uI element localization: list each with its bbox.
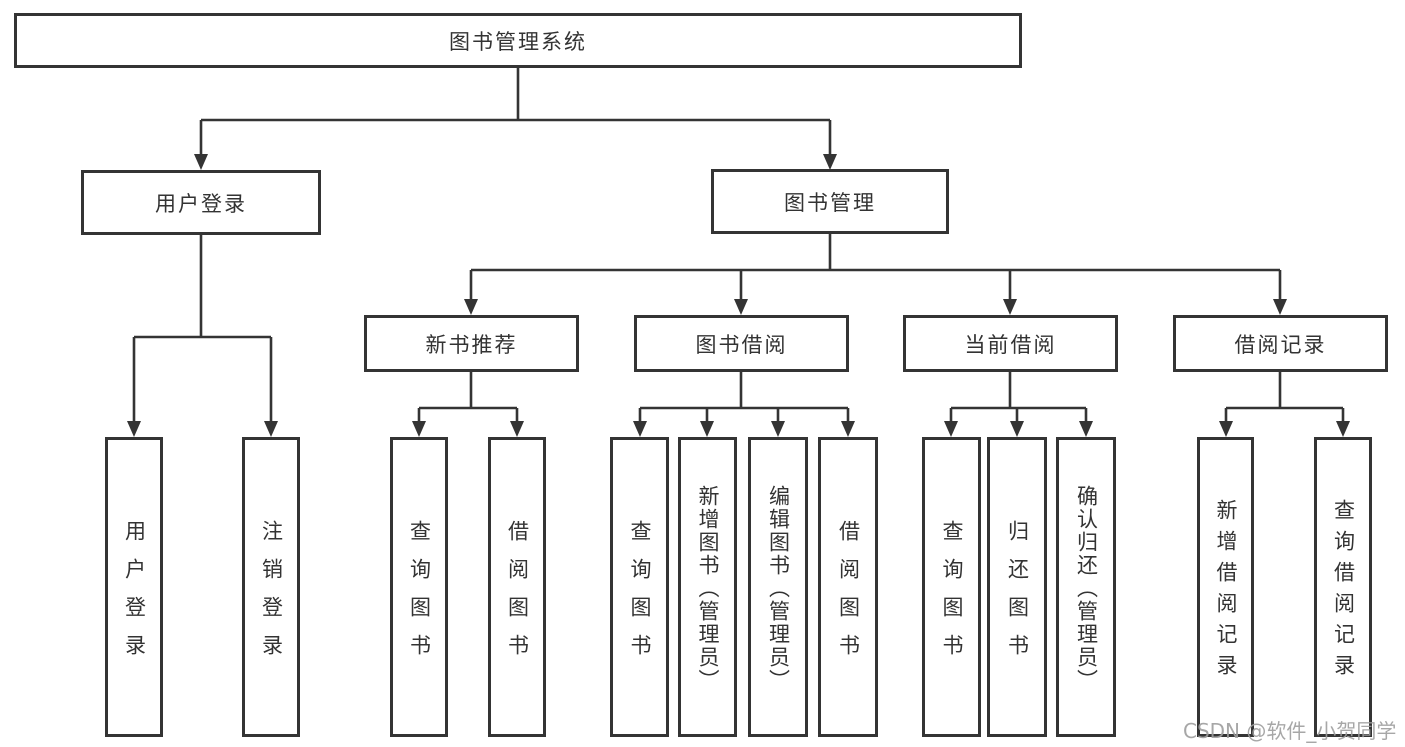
node-new-book-recommendation-label: 新书推荐: [425, 332, 518, 357]
leaf-borrow-books-recommend: 借阅图书: [488, 437, 546, 737]
leaf-query-borrow-record: 查询借阅记录: [1314, 437, 1372, 737]
leaf-edit-book-admin: 编辑图书（管理员）: [748, 437, 808, 737]
leaf-confirm-return-admin: 确认归还（管理员）: [1056, 437, 1116, 737]
leaf-edit-book-admin-label: 编辑图书（管理员）: [766, 484, 791, 692]
node-book-management-label: 图书管理: [784, 190, 876, 215]
leaf-confirm-return-admin-label: 确认归还（管理员）: [1074, 484, 1099, 692]
node-root-label: 图书管理系统: [449, 29, 587, 54]
leaf-logout: 注销登录: [242, 437, 300, 737]
leaf-query-books-current-label: 查询图书: [940, 519, 964, 672]
leaf-return-book-label: 归还图书: [1005, 519, 1030, 672]
watermark: CSDN @软件_小贺同学: [1183, 719, 1397, 743]
node-borrowing-records: 借阅记录: [1173, 315, 1388, 372]
leaf-query-books-current: 查询图书: [922, 437, 981, 737]
node-book-management: 图书管理: [711, 169, 949, 234]
leaf-add-borrow-record: 新增借阅记录: [1197, 437, 1254, 737]
node-current-borrowing-label: 当前借阅: [964, 332, 1057, 357]
leaf-borrow-books: 借阅图书: [818, 437, 878, 737]
leaf-query-books-borrow: 查询图书: [610, 437, 669, 737]
leaf-borrow-books-label: 借阅图书: [836, 519, 861, 672]
leaf-add-book-admin: 新增图书（管理员）: [678, 437, 737, 737]
leaf-query-books-recommend: 查询图书: [390, 437, 448, 737]
leaf-query-books-recommend-label: 查询图书: [407, 519, 432, 672]
leaf-user-login: 用户登录: [105, 437, 163, 737]
node-root: 图书管理系统: [14, 13, 1022, 68]
leaf-query-books-borrow-label: 查询图书: [628, 519, 652, 672]
node-current-borrowing: 当前借阅: [903, 315, 1118, 372]
leaf-query-borrow-record-label: 查询借阅记录: [1331, 499, 1356, 685]
leaf-user-login-label: 用户登录: [122, 519, 147, 672]
arrowhead-icons: [127, 154, 1350, 437]
leaf-borrow-books-recommend-label: 借阅图书: [505, 519, 530, 672]
node-user-login-label: 用户登录: [155, 191, 247, 216]
leaf-add-borrow-record-label: 新增借阅记录: [1214, 499, 1238, 685]
node-book-borrowing-label: 图书借阅: [695, 332, 788, 357]
node-user-login: 用户登录: [81, 170, 321, 235]
leaf-logout-label: 注销登录: [259, 519, 284, 672]
node-book-borrowing: 图书借阅: [634, 315, 849, 372]
node-new-book-recommendation: 新书推荐: [364, 315, 579, 372]
leaf-add-book-admin-label: 新增图书（管理员）: [696, 484, 720, 692]
node-borrowing-records-label: 借阅记录: [1234, 332, 1327, 357]
leaf-return-book: 归还图书: [987, 437, 1047, 737]
